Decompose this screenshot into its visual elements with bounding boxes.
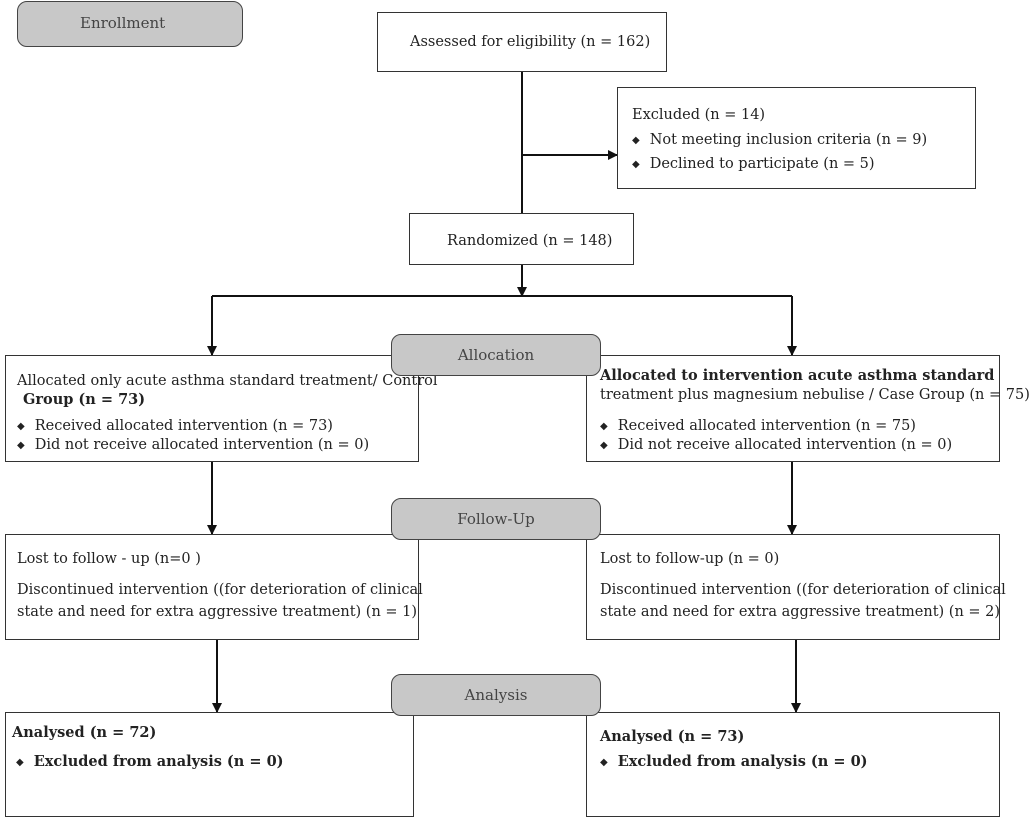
control-allocation-item: ◆Did not receive allocated intervention … xyxy=(17,437,370,453)
control-followup-box: Lost to follow - up (n=0 ) Discontinued … xyxy=(5,534,423,640)
excluded-title: Excluded (n = 14) xyxy=(632,107,766,123)
stage-enrollment-label: Enrollment xyxy=(17,1,243,47)
case-analysis-item: ◆Excluded from analysis (n = 0) xyxy=(600,753,868,770)
case-allocation-line2: treatment plus magnesium nebulise / Case… xyxy=(600,387,1030,403)
case-analysed-title: Analysed (n = 73) xyxy=(600,728,745,745)
stage-allocation-label: Allocation xyxy=(391,334,601,376)
diamond-bullet-icon: ◆ xyxy=(632,159,640,170)
diamond-bullet-icon: ◆ xyxy=(600,757,608,768)
case-allocation-item: ◆Received allocated intervention (n = 75… xyxy=(600,418,916,434)
diamond-bullet-icon: ◆ xyxy=(600,440,608,451)
control-allocation-line1: Allocated only acute asthma standard tre… xyxy=(17,373,438,389)
case-allocation-box: Allocated to intervention acute asthma s… xyxy=(586,355,1030,462)
excluded-box: Excluded (n = 14) ◆Not meeting inclusion… xyxy=(617,87,976,189)
case-lost-label: Lost to follow-up (n = 0) xyxy=(600,551,780,567)
case-allocation-item: ◆Did not receive allocated intervention … xyxy=(600,437,953,453)
control-analysis-item: ◆Excluded from analysis (n = 0) xyxy=(16,753,284,770)
control-analysed-title: Analysed (n = 72) xyxy=(12,724,157,741)
flow-connectors xyxy=(207,72,801,713)
control-analysis-box: Analysed (n = 72) ◆Excluded from analysi… xyxy=(5,712,414,817)
case-discontinued-line2: state and need for extra aggressive trea… xyxy=(600,604,1001,620)
stage-followup-label: Follow-Up xyxy=(391,498,601,540)
randomized-box: Randomized (n = 148) xyxy=(409,213,634,265)
excluded-item: ◆Not meeting inclusion criteria (n = 9) xyxy=(632,132,928,148)
case-analysis-box: Analysed (n = 73) ◆Excluded from analysi… xyxy=(586,712,1000,817)
control-discontinued-line2: state and need for extra aggressive trea… xyxy=(17,604,418,620)
control-allocation-line2: Group (n = 73) xyxy=(23,391,146,408)
stage-analysis-label: Analysis xyxy=(391,674,601,716)
diamond-bullet-icon: ◆ xyxy=(17,440,25,451)
case-allocation-line1: Allocated to intervention acute asthma s… xyxy=(600,367,995,384)
control-allocation-item: ◆Received allocated intervention (n = 73… xyxy=(17,418,333,434)
assessed-box: Assessed for eligibility (n = 162) xyxy=(377,12,667,72)
case-discontinued-line1: Discontinued intervention ((for deterior… xyxy=(600,582,1006,598)
control-lost-label: Lost to follow - up (n=0 ) xyxy=(17,551,201,567)
diamond-bullet-icon: ◆ xyxy=(632,135,640,146)
diamond-bullet-icon: ◆ xyxy=(16,757,24,768)
assessed-label: Assessed for eligibility (n = 162) xyxy=(410,34,651,50)
control-allocation-box: Allocated only acute asthma standard tre… xyxy=(5,355,438,462)
excluded-item: ◆Declined to participate (n = 5) xyxy=(632,156,875,172)
diamond-bullet-icon: ◆ xyxy=(600,421,608,432)
control-discontinued-line1: Discontinued intervention ((for deterior… xyxy=(17,582,423,598)
case-followup-box: Lost to follow-up (n = 0) Discontinued i… xyxy=(586,534,1006,640)
randomized-label: Randomized (n = 148) xyxy=(447,233,613,249)
diamond-bullet-icon: ◆ xyxy=(17,421,25,432)
